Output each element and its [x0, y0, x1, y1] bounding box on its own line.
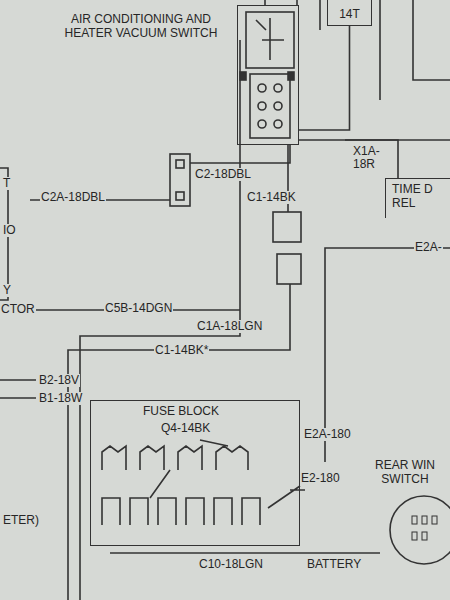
rear-window-switch: REAR WIN SWITCH [372, 458, 450, 568]
fragment-label: IO [2, 224, 17, 237]
fragment-label: Y [2, 284, 12, 297]
right-wire [320, 0, 450, 100]
wire-label: X1A- 18R [352, 145, 388, 171]
port [274, 102, 282, 110]
wire-label: E2-180 [300, 472, 341, 485]
time-delay-relay: TIME D REL [385, 178, 450, 218]
wire-label: B1-18W [38, 392, 83, 405]
switch-lower [250, 74, 290, 138]
port [258, 120, 266, 128]
leader-line [150, 440, 228, 498]
switch-tab [288, 72, 294, 80]
port [258, 102, 266, 110]
fragment-label: T [2, 177, 11, 190]
wire-label: B2-18V [38, 374, 80, 387]
node-title: AIR CONDITIONING AND HEATER VACUUM SWITC… [50, 12, 232, 40]
node-title: FUSE BLOCK [143, 404, 219, 418]
switch-tab [240, 72, 246, 80]
wire-label: C1-14BK* [154, 344, 209, 357]
wire-label: C10-18LGN [198, 558, 264, 571]
node-title: 14T [328, 0, 371, 21]
connector-body [170, 154, 190, 206]
wire-connector [299, 26, 350, 130]
battery-wire [110, 552, 380, 554]
wire-connector [299, 140, 398, 178]
fuse-row [102, 498, 260, 525]
connector-pin [176, 160, 184, 168]
connector-pin [176, 192, 184, 200]
terminal-box: 14T [327, 0, 372, 26]
b-wire [0, 380, 36, 398]
wire-label: BATTERY [306, 558, 362, 571]
vacuum-switch: AIR CONDITIONING AND HEATER VACUUM SWITC… [237, 5, 299, 145]
wire-label: C2-18DBL [194, 168, 252, 181]
port [274, 84, 282, 92]
wire-label: C5B-14DGN [104, 302, 173, 315]
fragment-label: CTOR [0, 303, 36, 316]
port [258, 84, 266, 92]
wire-label: C2A-18DBL [40, 191, 106, 204]
wire-label: C1-14BK [246, 191, 297, 204]
node-title: REAR WIN SWITCH [372, 458, 438, 486]
wire-label: Q4-14BK [160, 422, 211, 435]
fragment-label: ETER) [2, 514, 40, 527]
node-title: TIME D REL [386, 179, 444, 210]
inline-connector [273, 212, 301, 242]
fuse-row [102, 446, 248, 470]
wire-label: E2A- [414, 241, 443, 254]
switch-contacts [256, 18, 284, 60]
wire-label: E2A-180 [303, 428, 352, 441]
switch-upper [246, 12, 294, 68]
inline-connector [277, 254, 301, 284]
port [274, 120, 282, 128]
wire-label: C1A-18LGN [196, 320, 263, 333]
